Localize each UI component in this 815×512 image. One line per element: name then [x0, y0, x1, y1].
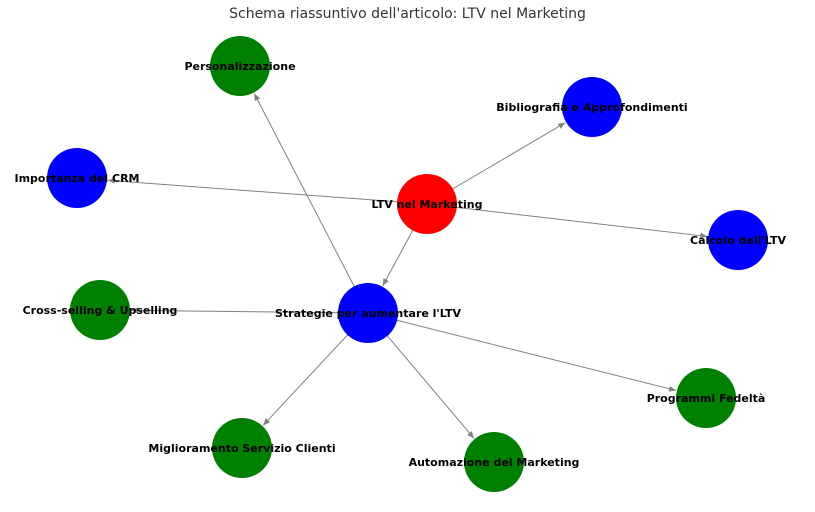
- node-crm: [47, 148, 107, 208]
- edge-ltv-calcolo: [426, 203, 708, 239]
- node-strategie: [338, 283, 398, 343]
- node-label-automazione: Automazione del Marketing: [409, 456, 580, 469]
- edge-ltv-crm: [107, 177, 428, 205]
- node-fedelta: [676, 368, 736, 428]
- node-bibliografia: [562, 77, 622, 137]
- edge-strategie-cross: [130, 307, 369, 314]
- edges-layer: [107, 93, 708, 439]
- node-automazione: [464, 432, 524, 492]
- node-cross: [70, 280, 130, 340]
- node-label-calcolo: Calcolo dell'LTV: [690, 234, 786, 247]
- node-ltv: [397, 174, 457, 234]
- node-label-fedelta: Programmi Fedeltà: [647, 392, 766, 405]
- edge-strategie-fedelta: [367, 312, 677, 392]
- node-label-ltv: LTV nel Marketing: [372, 198, 483, 211]
- node-label-servizio: Miglioramento Servizio Clienti: [148, 442, 335, 455]
- node-label-strategie: Strategie per aumentare l'LTV: [275, 307, 462, 320]
- node-label-bibliografia: Bibliografia e Approfondimenti: [496, 101, 687, 114]
- diagram-title: Schema riassuntivo dell'articolo: LTV ne…: [229, 6, 586, 22]
- node-calcolo: [708, 210, 768, 270]
- node-servizio: [212, 418, 272, 478]
- node-label-personalizzazione: Personalizzazione: [184, 60, 295, 73]
- node-label-cross: Cross-selling & Upselling: [23, 304, 178, 317]
- labels-layer: LTV nel Marketing PersonalizzazioneBiblio…: [14, 60, 786, 469]
- node-label-crm: Importanza del CRM: [14, 172, 139, 185]
- node-personalizzazione: [210, 36, 270, 96]
- nodes-layer: [47, 36, 768, 492]
- edge-strategie-personalizzazione: [253, 93, 369, 314]
